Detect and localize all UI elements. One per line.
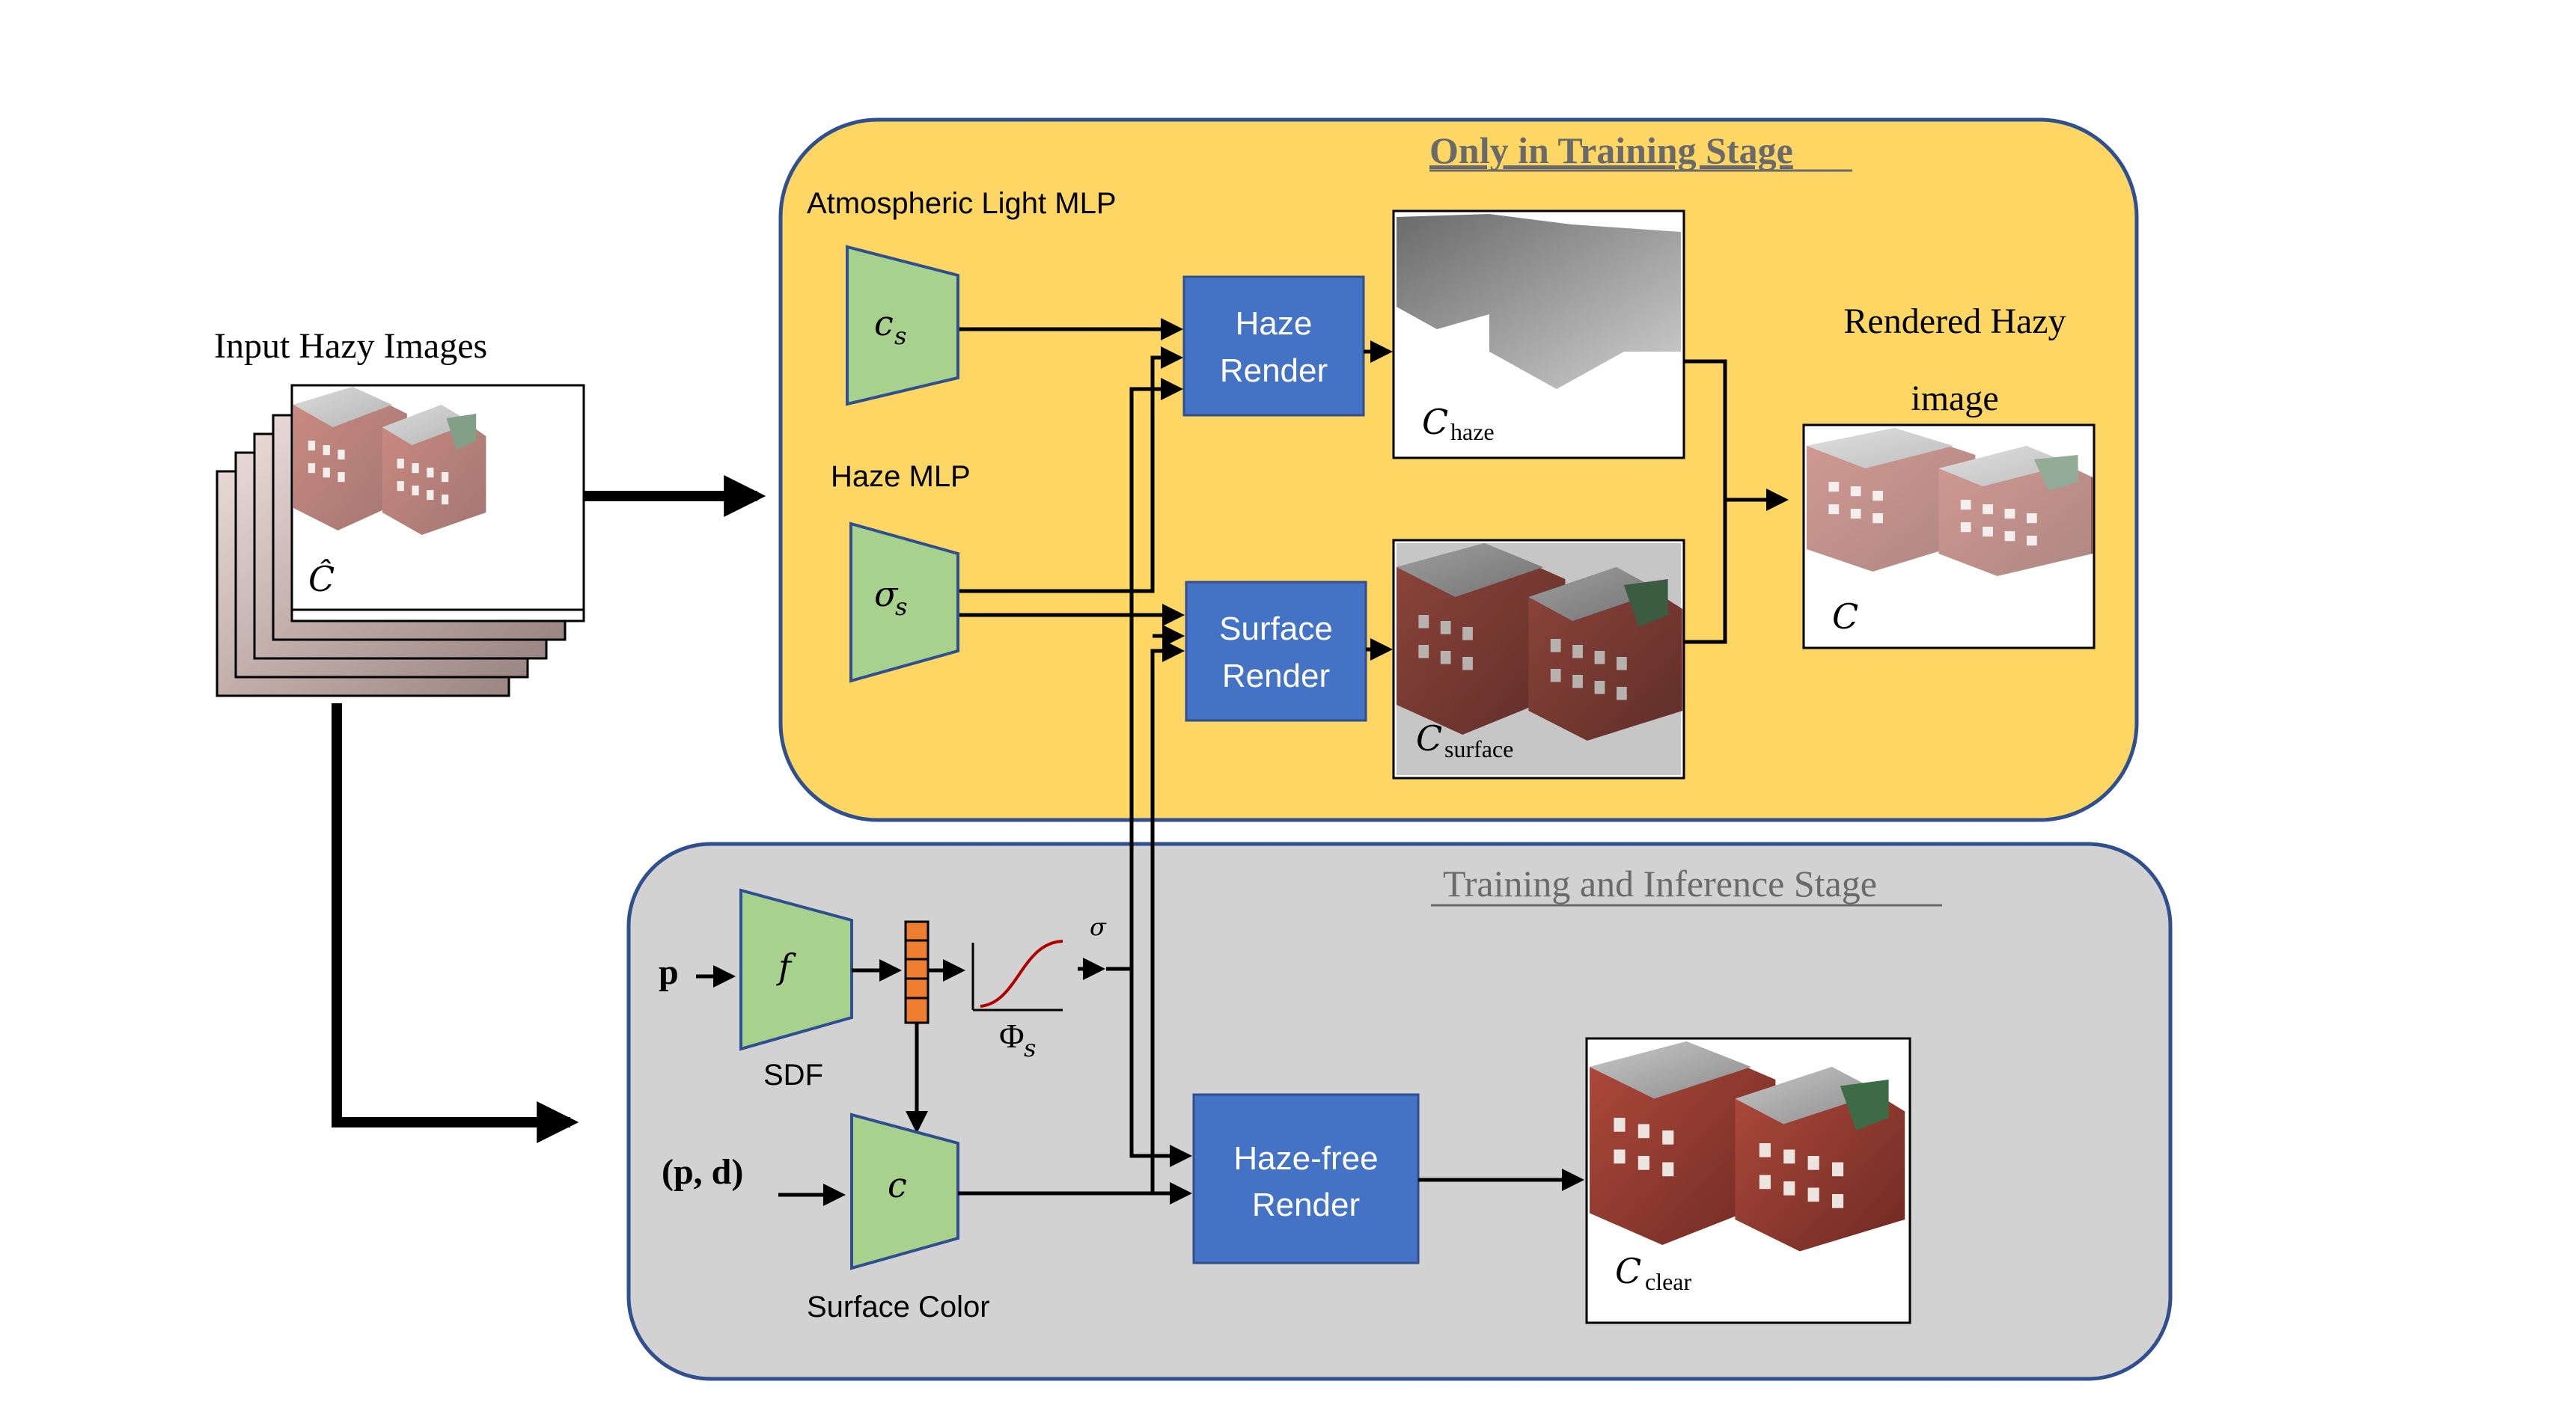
phi-symbol: Φ (999, 1017, 1025, 1055)
training-only-panel (778, 117, 2139, 822)
c-haze-symbol: C (1422, 402, 1448, 442)
haze-render-line1: Haze (1236, 305, 1313, 342)
haze-mlp-to-haze-render-arrow (959, 346, 1183, 593)
surface-color-label: Surface Color (807, 1291, 990, 1324)
p-input-label: p (659, 952, 679, 992)
sdf-mlp (739, 888, 853, 1051)
input-image-stack (216, 384, 585, 697)
c-clear-sub: clear (1645, 1268, 1692, 1295)
input-symbol: Ĉ (308, 558, 335, 599)
haze-mlp-sub: s (895, 593, 907, 621)
sigma-to-haze-render-arrow (1129, 378, 1183, 969)
haze-free-render-line1: Haze-free (1233, 1140, 1378, 1177)
phi-activation (971, 940, 1063, 1012)
pd-input-label: (p, d) (662, 1152, 743, 1192)
haze-mlp-label: Haze MLP (831, 460, 971, 493)
surface-render-line2: Render (1222, 658, 1330, 694)
input-title: Input Hazy Images (214, 326, 487, 366)
atmospheric-light-symbol: c (874, 303, 894, 343)
haze-render-block (1182, 275, 1365, 417)
color-to-surface-render-arrow (1150, 640, 1185, 1193)
atmospheric-light-sub: s (894, 322, 906, 350)
atmospheric-light-label: Atmospheric Light MLP (807, 187, 1117, 220)
c-surface-symbol: C (1416, 718, 1442, 759)
input-to-inference-arrow (332, 703, 579, 1143)
c-clear-symbol: C (1615, 1251, 1641, 1291)
surface-render-line1: Surface (1219, 611, 1333, 647)
sigma-to-haze-free-arrow (1129, 969, 1192, 1167)
surface-color-mlp (850, 1113, 959, 1270)
haze-free-render-line2: Render (1252, 1187, 1360, 1223)
feature-vector (904, 920, 930, 1024)
training-only-title: Only in Training Stage (1429, 129, 1793, 171)
sdf-label: SDF (763, 1059, 823, 1092)
training-inference-title: Training and Inference Stage (1443, 863, 1877, 905)
surface-color-symbol: c (888, 1165, 907, 1205)
haze-free-render-block (1192, 1093, 1420, 1264)
rendered-hazy-title1: Rendered Hazy (1843, 302, 2066, 341)
rendered-hazy-title2: image (1911, 379, 1998, 418)
surface-render-block (1185, 581, 1367, 722)
rendered-hazy-symbol: C (1832, 596, 1858, 637)
haze-mlp-symbol: σ (874, 574, 899, 614)
atmospheric-light-mlp (846, 245, 959, 406)
c-surface-sub: surface (1444, 735, 1513, 762)
phi-sub: s (1024, 1034, 1036, 1062)
haze-mlp (849, 521, 959, 683)
sigma-symbol: σ (1090, 913, 1107, 941)
c-haze-sub: haze (1450, 418, 1495, 445)
haze-render-line2: Render (1220, 352, 1328, 389)
